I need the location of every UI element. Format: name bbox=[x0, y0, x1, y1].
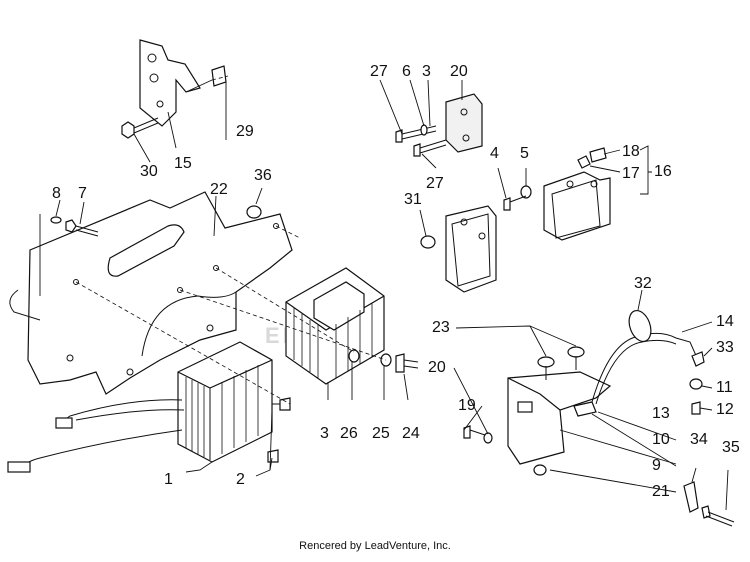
callout-30: 30 bbox=[140, 163, 158, 180]
callout-9-final: 9 bbox=[652, 457, 661, 474]
callout-27-top: 27 bbox=[370, 63, 388, 80]
callout-24: 24 bbox=[402, 425, 420, 442]
callout-36: 36 bbox=[254, 167, 272, 184]
mounting-bracket-15 bbox=[139, 39, 227, 127]
callout-20-top: 20 bbox=[450, 63, 468, 80]
callout-29: 29 bbox=[236, 123, 254, 140]
callout-33: 33 bbox=[716, 339, 734, 356]
bolt-30 bbox=[121, 117, 159, 139]
cable-14-32-33 bbox=[591, 309, 705, 405]
solenoid-bracket-9 bbox=[507, 371, 612, 465]
callout-18: 18 bbox=[622, 143, 640, 160]
callout-1: 1 bbox=[164, 471, 173, 488]
callout-6: 6 bbox=[402, 63, 411, 80]
clip-34-bolt-35 bbox=[683, 481, 735, 527]
wire-harness bbox=[7, 399, 185, 473]
callout-32: 32 bbox=[634, 275, 652, 292]
callout-22: 22 bbox=[210, 181, 228, 198]
callout-19: 19 bbox=[458, 397, 476, 414]
nut-36 bbox=[246, 205, 262, 219]
callout-25: 25 bbox=[372, 425, 390, 442]
callout-3-top: 3 bbox=[422, 63, 431, 80]
callout-13: 13 bbox=[652, 405, 670, 422]
callout-labels: 29 30 15 8 7 22 36 1 2 3 26 25 24 27 6 3… bbox=[52, 63, 734, 500]
bolt-8-7 bbox=[50, 216, 99, 237]
bolts-27-6-3 bbox=[395, 124, 447, 157]
callout-27-mid: 27 bbox=[426, 175, 444, 192]
callout-34-final: 34 bbox=[690, 431, 708, 448]
callout-11: 11 bbox=[716, 379, 733, 396]
screw-4-washer-5 bbox=[503, 185, 532, 211]
relay-31 bbox=[420, 205, 497, 293]
relay-20 bbox=[445, 93, 483, 153]
callout-4: 4 bbox=[490, 145, 499, 162]
alignment-lines bbox=[75, 75, 387, 405]
callout-3: 3 bbox=[320, 425, 329, 442]
relay-assembly-16 bbox=[543, 147, 611, 241]
callout-7: 7 bbox=[78, 185, 87, 202]
footer-credit: Rencered by LeadVenture, Inc. bbox=[299, 540, 451, 552]
small-parts-11-12 bbox=[689, 378, 703, 415]
callout-16: 16 bbox=[654, 163, 672, 180]
callout-21: 21 bbox=[652, 483, 670, 500]
mounting-plate-22 bbox=[9, 191, 293, 395]
heat-sink-3 bbox=[285, 267, 385, 385]
callout-10: 10 bbox=[652, 431, 670, 448]
callout-14: 14 bbox=[716, 313, 734, 330]
callout-26: 26 bbox=[340, 425, 358, 442]
callout-35-final: 35 bbox=[722, 439, 740, 456]
bolts-23 bbox=[537, 346, 585, 380]
callout-8: 8 bbox=[52, 185, 61, 202]
callout-23-final: 23 bbox=[432, 319, 450, 336]
callout-17: 17 bbox=[622, 165, 640, 182]
leader-lines bbox=[39, 79, 729, 511]
callout-5: 5 bbox=[520, 145, 529, 162]
callout-31: 31 bbox=[404, 191, 422, 208]
callout-2: 2 bbox=[236, 471, 245, 488]
callout-12: 12 bbox=[716, 401, 734, 418]
screw-19-nut-21 bbox=[463, 425, 547, 476]
callout-20-lower: 20 bbox=[428, 359, 446, 376]
callout-15: 15 bbox=[174, 155, 192, 172]
voltage-regulator-1 bbox=[177, 341, 273, 463]
